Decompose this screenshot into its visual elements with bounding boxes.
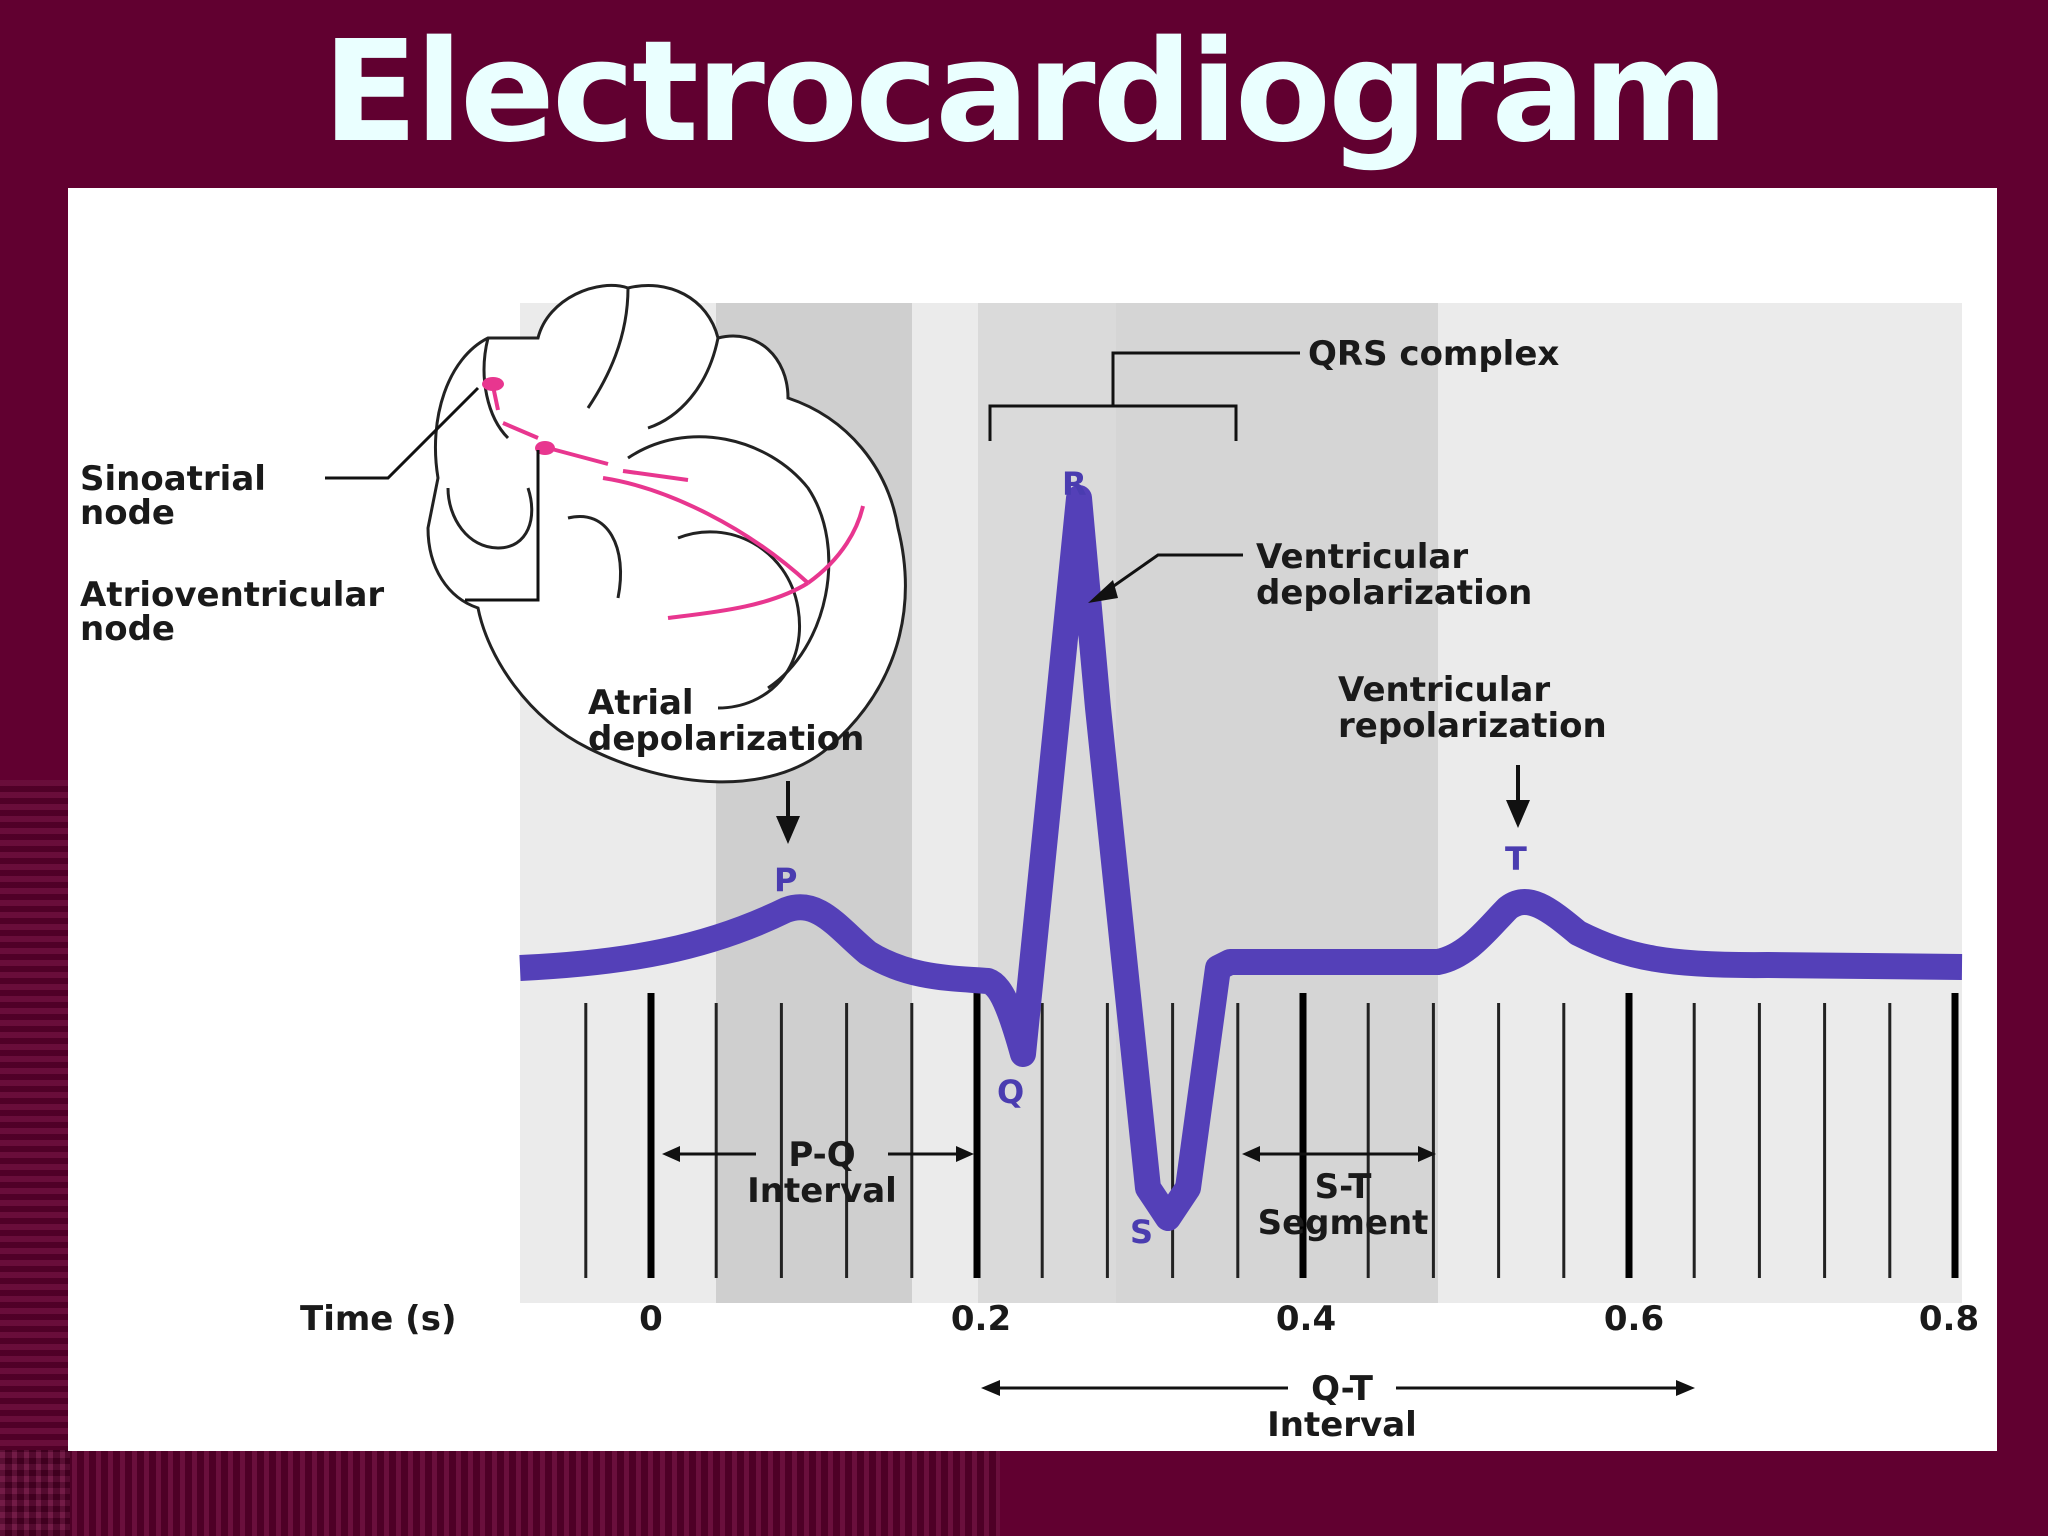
pq-label-line1: P-Q bbox=[788, 1135, 855, 1175]
av-label-line2: node bbox=[80, 609, 175, 649]
time-tick-0-6: 0.6 bbox=[1604, 1299, 1664, 1339]
ecg-diagram: Sinoatrial node Atrioventricular node QR… bbox=[80, 283, 1979, 1445]
pq-label-line2: Interval bbox=[747, 1171, 897, 1211]
sinoatrial-node-dot bbox=[482, 377, 504, 391]
st-label-line2: Segment bbox=[1258, 1203, 1429, 1243]
p-wave-label: P bbox=[774, 861, 797, 899]
st-arrowhead-left bbox=[1242, 1146, 1260, 1162]
st-label-line1: S-T bbox=[1315, 1167, 1373, 1207]
time-tick-0: 0 bbox=[639, 1299, 663, 1339]
ventricular-depolarization-arrow bbox=[1107, 553, 1243, 592]
heart-illustration bbox=[426, 283, 907, 784]
atrial-depolarization-arrowhead bbox=[776, 816, 800, 844]
pq-arrowhead-right bbox=[956, 1146, 974, 1162]
decorative-stripes-bottom bbox=[0, 1450, 1000, 1536]
ventricular-depolarization-line2: depolarization bbox=[1256, 573, 1532, 613]
time-tick-0-4: 0.4 bbox=[1276, 1299, 1336, 1339]
av-label-line1: Atrioventricular bbox=[80, 575, 384, 615]
slide-title: Electrocardiogram bbox=[322, 11, 1728, 174]
atrial-depolarization-line1: Atrial bbox=[588, 683, 694, 723]
time-tick-0-8: 0.8 bbox=[1919, 1299, 1979, 1339]
qt-label-line1: Q-T bbox=[1311, 1369, 1374, 1409]
pq-arrowhead-left bbox=[662, 1146, 680, 1162]
ventricular-repolarization-arrowhead bbox=[1506, 800, 1530, 828]
sa-label-line2: node bbox=[80, 493, 175, 533]
ventricular-depolarization-arrowhead bbox=[1088, 580, 1118, 603]
qt-arrowhead-right bbox=[1676, 1380, 1695, 1396]
r-wave-label: R bbox=[1062, 465, 1087, 503]
decorative-stripes-left bbox=[0, 780, 70, 1536]
qt-arrowhead-left bbox=[981, 1380, 1000, 1396]
sa-label-line1: Sinoatrial bbox=[80, 459, 266, 499]
time-axis-label: Time (s) bbox=[300, 1299, 457, 1339]
ecg-trace bbox=[519, 485, 1963, 1231]
qrs-complex-label: QRS complex bbox=[1308, 334, 1559, 374]
q-wave-label: Q bbox=[997, 1073, 1024, 1111]
sa-leader-line bbox=[325, 386, 480, 480]
t-wave-label: T bbox=[1505, 840, 1527, 878]
time-grid bbox=[584, 993, 1959, 1278]
s-wave-label: S bbox=[1130, 1213, 1153, 1251]
av-leader-line bbox=[465, 450, 540, 602]
st-arrowhead-right bbox=[1418, 1146, 1436, 1162]
time-tick-0-2: 0.2 bbox=[951, 1299, 1011, 1339]
ventricular-repolarization-line2: repolarization bbox=[1338, 706, 1607, 746]
atrial-depolarization-line2: depolarization bbox=[588, 719, 864, 759]
qt-label-line2: Interval bbox=[1267, 1405, 1417, 1445]
st-shading bbox=[1116, 303, 1438, 1303]
atrioventricular-node-dot bbox=[535, 441, 555, 455]
ventricular-repolarization-line1: Ventricular bbox=[1338, 670, 1550, 710]
ecg-figure: Sinoatrial node Atrioventricular node QR… bbox=[68, 188, 1997, 1451]
ventricular-depolarization-line1: Ventricular bbox=[1256, 537, 1468, 577]
qrs-bracket bbox=[988, 351, 1300, 441]
